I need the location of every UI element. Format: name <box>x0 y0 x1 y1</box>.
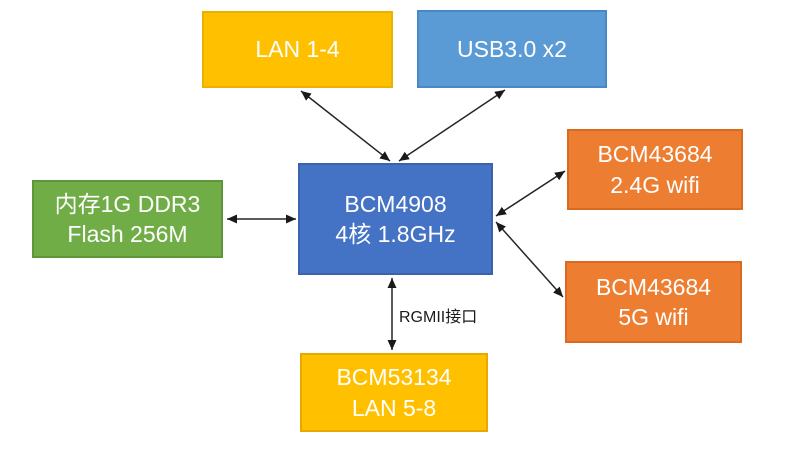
block-wifi-5g-line1: BCM43684 <box>595 273 712 300</box>
block-wifi-5g: BCM43684 5G wifi <box>565 261 742 343</box>
block-lan-1-4-label: LAN 1-4 <box>255 36 340 63</box>
block-memory-line2: Flash 256M <box>67 221 188 247</box>
block-wifi-2-4g-line1: BCM43684 <box>597 141 713 168</box>
block-wifi-2-4g-line2: 2.4G wifi <box>610 171 700 198</box>
block-switch-line1: BCM53134 <box>336 364 452 391</box>
block-cpu-bcm4908: BCM4908 4核 1.8GHz <box>298 163 493 275</box>
arrow-cpu-usb3 <box>398 89 506 162</box>
block-wifi-2-4g: BCM43684 2.4G wifi <box>567 129 743 210</box>
block-usb3-label: USB3.0 x2 <box>457 35 567 62</box>
rgmii-interface-label: RGMII接口 <box>399 309 478 326</box>
arrow-cpu-wifi24 <box>495 170 566 217</box>
block-memory: 内存1G DDR3 Flash 256M <box>32 180 223 258</box>
block-switch-line2: LAN 5-8 <box>351 394 437 421</box>
block-wifi-5g-line2: 5G wifi <box>618 304 689 330</box>
arrow-cpu-lan14 <box>300 90 391 162</box>
block-cpu-line1: BCM4908 <box>344 190 447 217</box>
block-memory-line1: 内存1G DDR3 <box>54 190 201 217</box>
arrow-cpu-wifi5 <box>495 221 564 298</box>
block-switch-bcm53134: BCM53134 LAN 5-8 <box>300 353 488 432</box>
block-cpu-line2: 4核 1.8GHz <box>335 221 456 247</box>
block-usb3: USB3.0 x2 <box>417 10 607 88</box>
block-lan-1-4: LAN 1-4 <box>202 11 393 88</box>
